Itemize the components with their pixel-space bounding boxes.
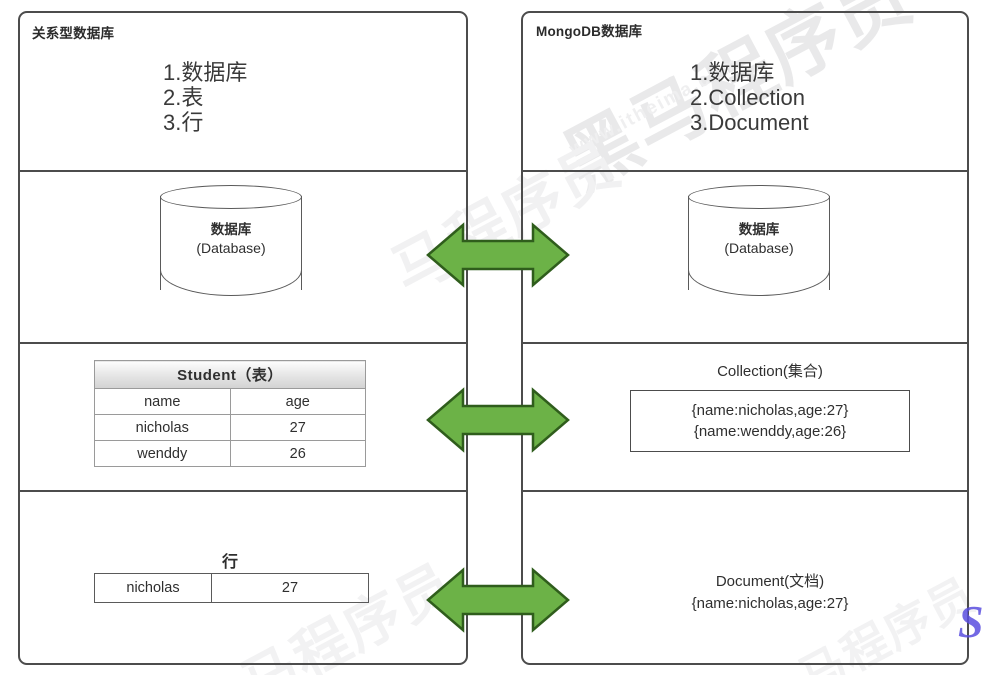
right-database-cylinder-icon: 数据库 (Database) bbox=[688, 185, 830, 301]
document-value: {name:nicholas,age:27} bbox=[691, 595, 849, 612]
document-label: Document(文档) bbox=[715, 573, 825, 590]
right-divider-2 bbox=[523, 342, 967, 344]
left-panel-title: 关系型数据库 bbox=[32, 26, 115, 41]
corner-s-glyph: S bbox=[958, 596, 984, 647]
right-divider-1 bbox=[523, 170, 967, 172]
right-concept-item-2: 2.Collection bbox=[690, 85, 805, 110]
cylinder-bottom bbox=[160, 268, 302, 296]
right-database-english: (Database) bbox=[724, 240, 794, 256]
right-concept-item-3: 3.Document bbox=[690, 110, 809, 135]
left-divider-3 bbox=[20, 490, 466, 492]
student-table: Student（表） name age nicholas 27 wenddy 2… bbox=[94, 360, 366, 467]
arrow-table-collection bbox=[423, 382, 573, 458]
left-database-name: 数据库 bbox=[210, 222, 252, 237]
table-header-row: name age bbox=[94, 388, 366, 415]
left-divider-1 bbox=[20, 170, 466, 172]
student-row-2-age: 26 bbox=[229, 440, 366, 467]
right-database-label: 数据库 (Database) bbox=[688, 221, 830, 257]
collection-box: {name:nicholas,age:27} {name:wenddy,age:… bbox=[630, 390, 910, 452]
cylinder-top bbox=[160, 185, 302, 209]
right-concept-list: 1.数据库 2.Collection 3.Document bbox=[690, 60, 809, 135]
student-row-1-name: nicholas bbox=[94, 414, 231, 441]
collection-document-1: {name:nicholas,age:27} bbox=[691, 402, 849, 419]
table-row: wenddy 26 bbox=[94, 440, 366, 467]
left-database-english: (Database) bbox=[196, 240, 266, 256]
left-concept-list: 1.数据库 2.表 3.行 bbox=[163, 60, 247, 135]
collection-document-2: {name:wenddy,age:26} bbox=[693, 423, 847, 440]
row-cell-age: 27 bbox=[211, 573, 369, 603]
cylinder-top bbox=[688, 185, 830, 209]
cylinder-bottom bbox=[688, 268, 830, 296]
table-caption-row: Student（表） bbox=[94, 360, 366, 389]
table-row: nicholas 27 bbox=[94, 414, 366, 441]
row-cell-name: nicholas bbox=[94, 573, 212, 603]
row-table: nicholas 27 bbox=[94, 573, 369, 603]
arrow-row-document bbox=[423, 562, 573, 638]
relational-database-panel bbox=[18, 11, 468, 665]
mongodb-database-panel bbox=[521, 11, 969, 665]
student-table-header-age: age bbox=[229, 388, 366, 415]
right-panel-title: MongoDB数据库 bbox=[536, 24, 643, 39]
right-database-name: 数据库 bbox=[738, 222, 780, 237]
left-divider-2 bbox=[20, 342, 466, 344]
right-divider-3 bbox=[523, 490, 967, 492]
student-row-1-age: 27 bbox=[229, 414, 366, 441]
student-table-caption: Student（表） bbox=[94, 360, 366, 389]
left-concept-item-2: 2.表 bbox=[163, 85, 204, 110]
left-concept-item-1: 1.数据库 bbox=[163, 60, 248, 85]
arrow-database bbox=[423, 217, 573, 293]
row-label: 行 bbox=[221, 554, 238, 571]
collection-label: Collection(集合) bbox=[717, 363, 823, 380]
student-table-header-name: name bbox=[94, 388, 231, 415]
left-concept-item-3: 3.行 bbox=[163, 110, 204, 135]
right-concept-item-1: 1.数据库 bbox=[690, 60, 775, 85]
student-row-2-name: wenddy bbox=[94, 440, 231, 467]
left-database-cylinder-icon: 数据库 (Database) bbox=[160, 185, 302, 301]
table-row: nicholas 27 bbox=[94, 573, 369, 603]
left-database-label: 数据库 (Database) bbox=[160, 221, 302, 257]
